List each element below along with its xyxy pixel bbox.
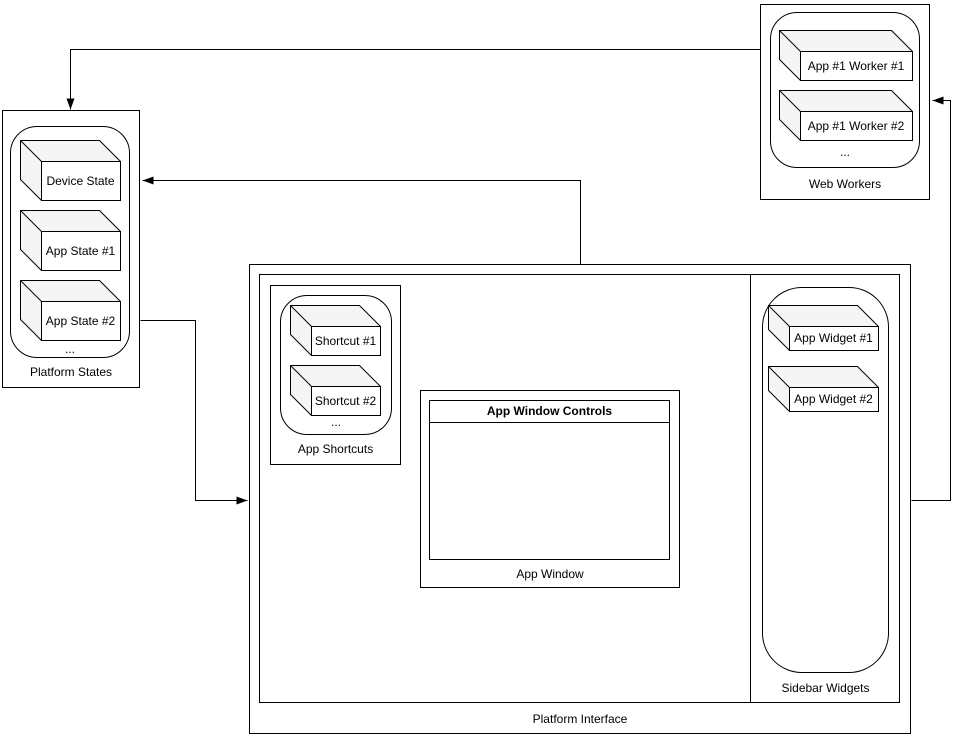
cube-3d-shape <box>768 305 879 351</box>
cube-app-state-2: App State #2 <box>20 280 121 341</box>
cube-3d-shape <box>290 305 381 356</box>
cube-app1-worker-1: App #1 Worker #1 <box>779 30 913 81</box>
cube-label: App State #1 <box>45 243 116 258</box>
cube-label: Device State <box>46 173 115 188</box>
cube-label: App #1 Worker #1 <box>807 58 905 73</box>
app-shortcuts-ellipsis: ... <box>330 415 341 429</box>
cube-3d-shape <box>779 90 913 141</box>
web-workers-ellipsis: ... <box>839 145 850 159</box>
cube-device-state: Device State <box>20 140 121 201</box>
cube-shortcut-1: Shortcut #1 <box>290 305 381 356</box>
cube-3d-shape <box>768 366 879 412</box>
sidebar-widgets-group <box>762 287 889 673</box>
app-window-controls-header: App Window Controls <box>430 401 669 423</box>
platform-states-ellipsis: ... <box>64 342 75 356</box>
cube-label: App #1 Worker #2 <box>807 118 905 133</box>
app-window-label: App Window <box>516 567 584 581</box>
edge-webworkers-to-platformstates <box>66 49 761 110</box>
cube-3d-shape <box>779 30 913 81</box>
cube-3d-shape <box>20 140 121 201</box>
app-shortcuts-label: App Shortcuts <box>297 442 374 456</box>
cube-3d-shape <box>290 365 381 416</box>
cube-label: Shortcut #1 <box>314 333 377 348</box>
app-window-inner: App Window Controls <box>429 400 670 560</box>
cube-app-widget-2: App Widget #2 <box>768 366 879 412</box>
sidebar-widgets-label: Sidebar Widgets <box>781 681 870 695</box>
cube-label: App State #2 <box>45 313 116 328</box>
cube-label: App Widget #1 <box>794 331 873 345</box>
cube-app1-worker-2: App #1 Worker #2 <box>779 90 913 141</box>
cube-label: Shortcut #2 <box>314 393 377 408</box>
cube-label: App Widget #2 <box>794 392 873 406</box>
cube-shortcut-2: Shortcut #2 <box>290 365 381 416</box>
platform-interface-label: Platform Interface <box>532 712 628 726</box>
edge-platformstates-to-platforminterface <box>140 320 248 505</box>
cube-3d-shape <box>20 280 121 341</box>
cube-3d-shape <box>20 210 121 271</box>
web-workers-label: Web Workers <box>808 177 882 191</box>
platform-states-label: Platform States <box>29 365 113 379</box>
cube-app-state-1: App State #1 <box>20 210 121 271</box>
edge-platforminterface-to-platformstates <box>142 176 581 265</box>
sidebar-divider <box>750 274 751 703</box>
cube-app-widget-1: App Widget #1 <box>768 305 879 351</box>
